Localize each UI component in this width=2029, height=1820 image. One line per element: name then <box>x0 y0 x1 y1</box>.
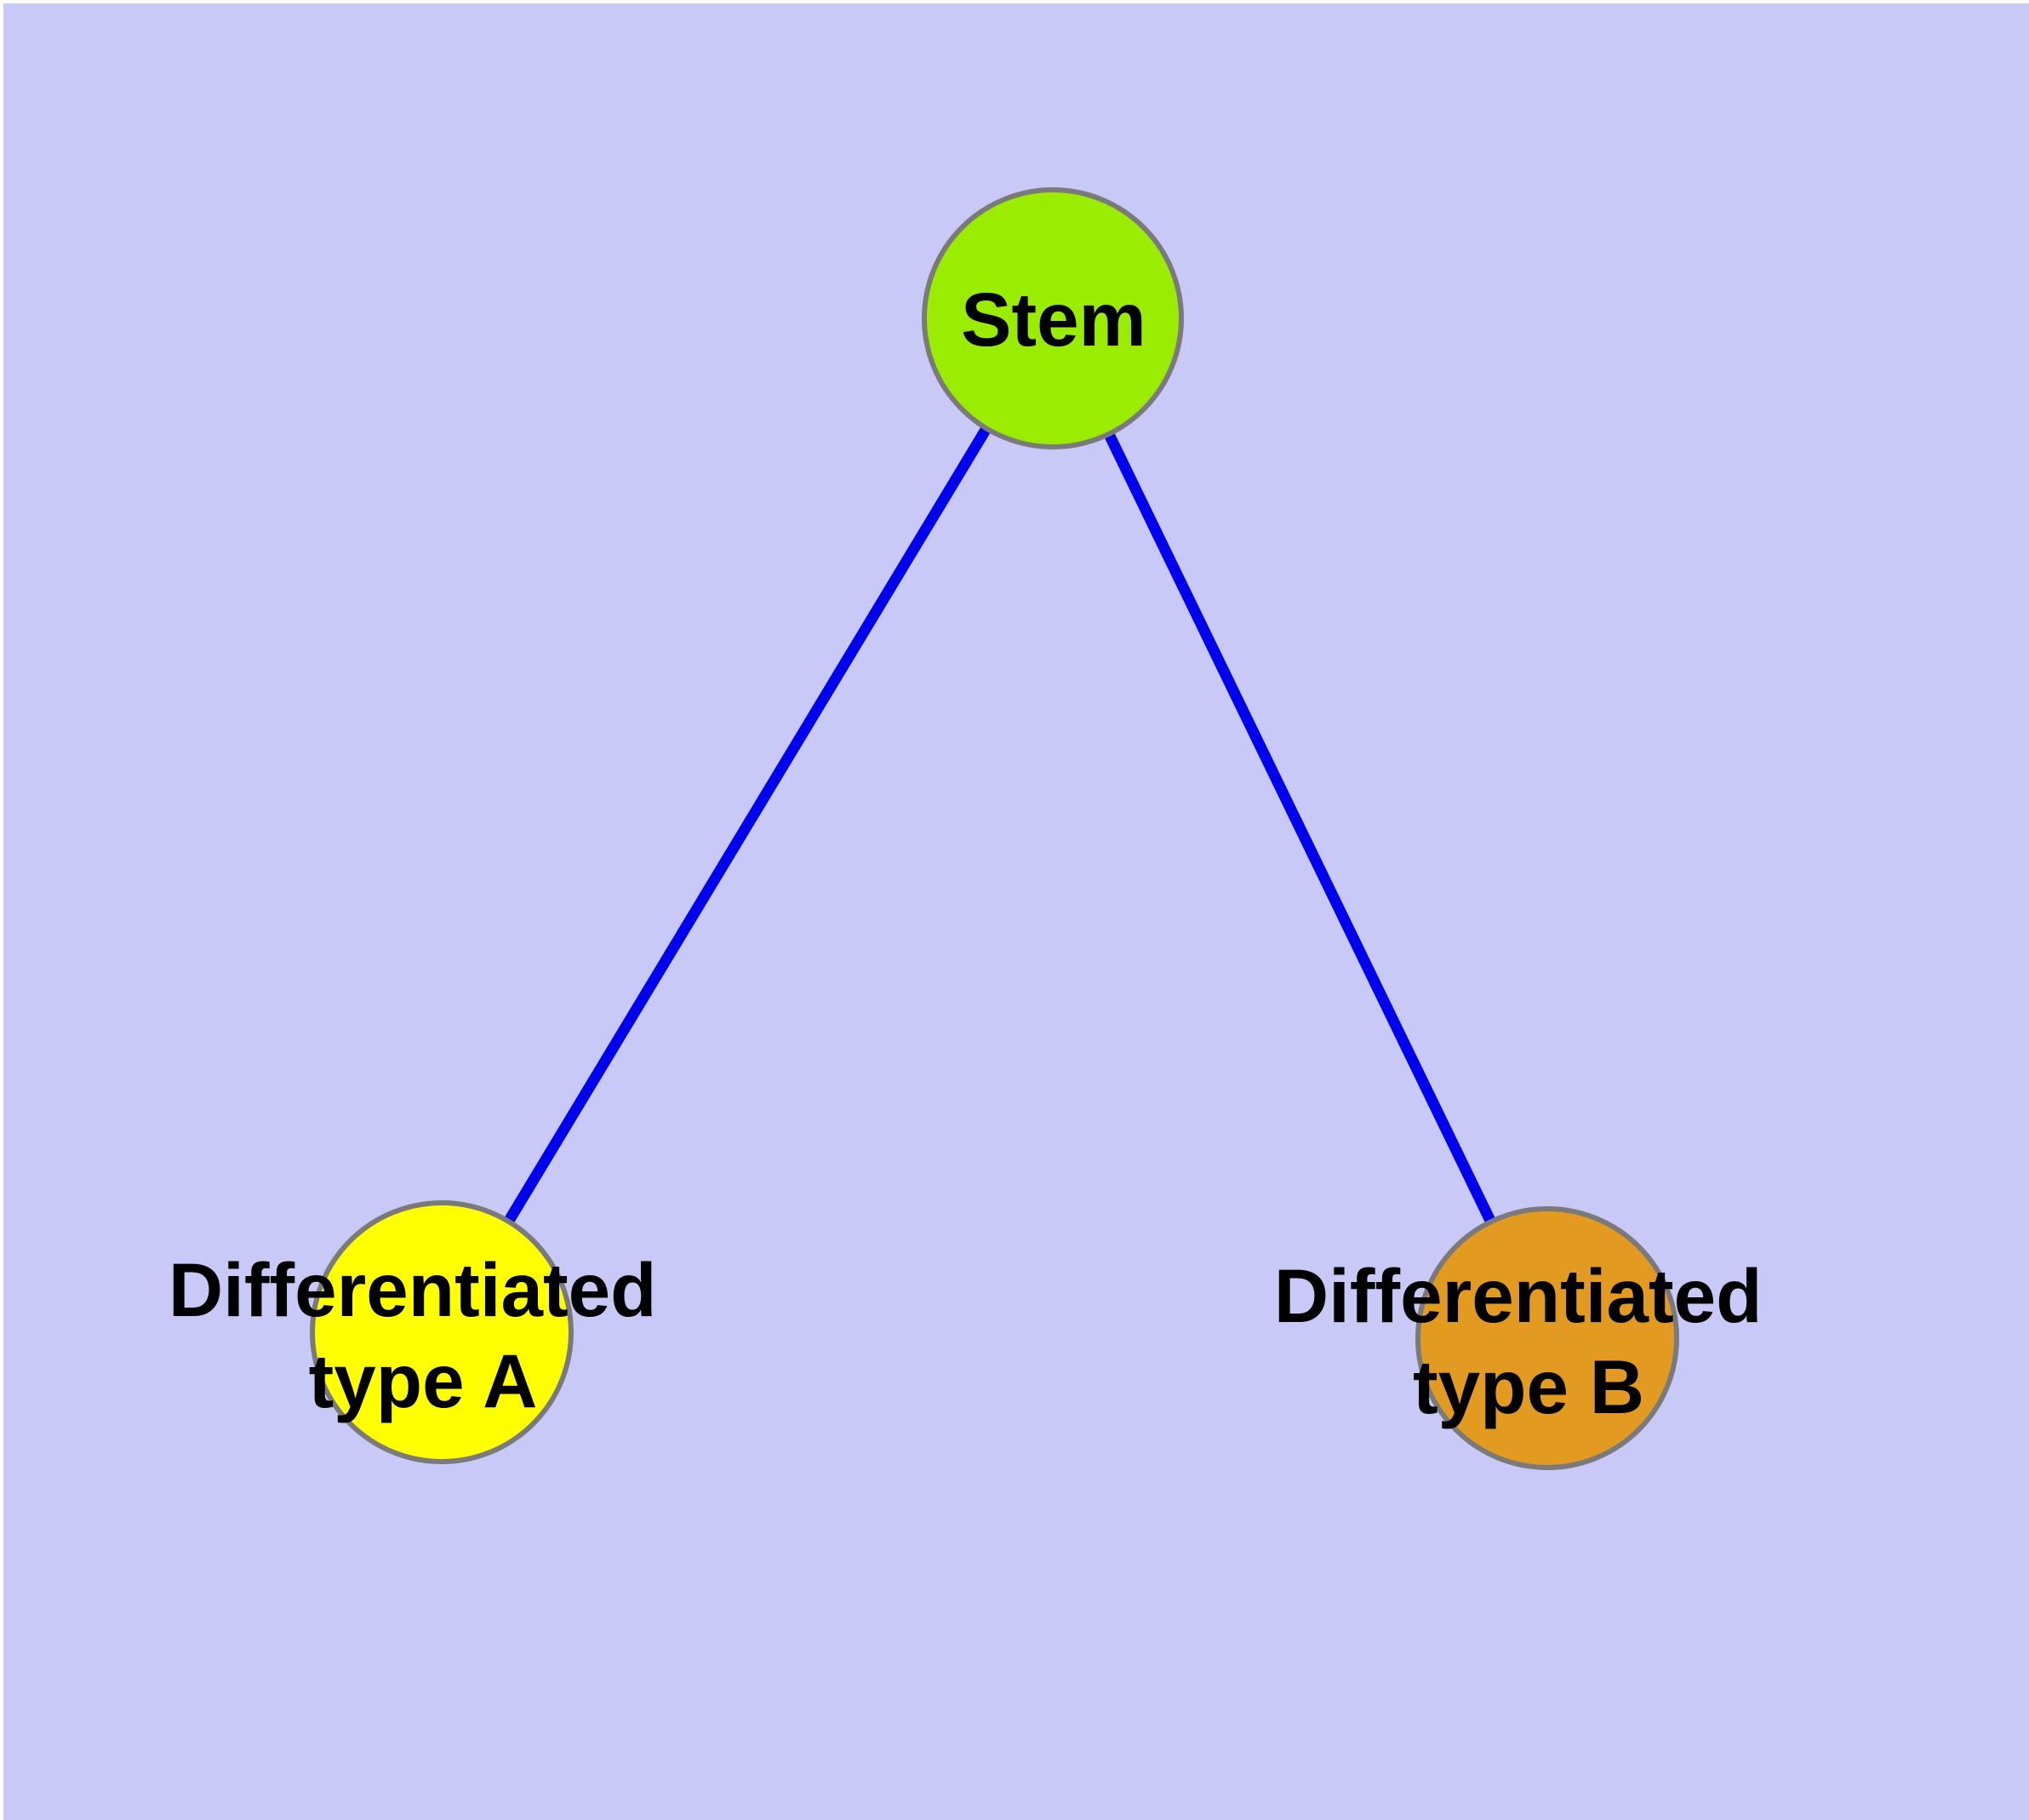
node-type-b-label: Differentiated type B <box>1274 1253 1783 1429</box>
node-type-b-label-line1: Differentiated <box>1274 1253 1763 1338</box>
node-type-b-circle <box>1415 1206 1679 1470</box>
node-type-a-circle <box>310 1200 574 1464</box>
node-stem-circle <box>922 187 1184 449</box>
edge-stem-to-type-a <box>437 315 1058 1336</box>
edge-stem-to-type-b <box>1048 316 1552 1341</box>
node-type-a-label-line1: Differentiated <box>169 1247 657 1332</box>
node-type-a-label: Differentiated type A <box>169 1247 677 1423</box>
node-stem-label: Stem <box>961 277 1146 362</box>
node-type-b-label-line2: type B <box>1413 1344 1644 1429</box>
node-type-a-label-line2: type A <box>309 1338 538 1423</box>
